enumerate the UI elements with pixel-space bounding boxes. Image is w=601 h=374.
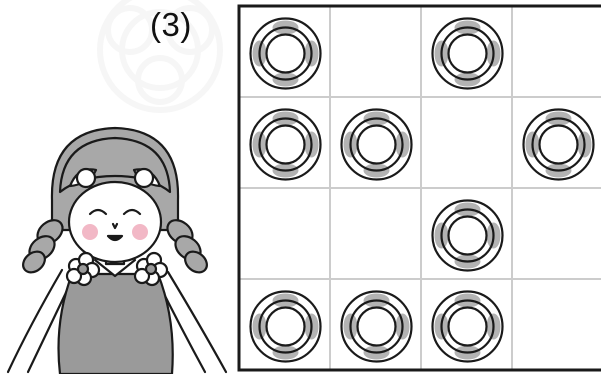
- board-cell[interactable]: [513, 280, 601, 369]
- ring-icon[interactable]: [433, 201, 503, 271]
- ring-inner: [267, 35, 305, 73]
- ring-inner: [267, 126, 305, 164]
- ring-inner: [267, 308, 305, 346]
- ring-icon[interactable]: [524, 110, 594, 180]
- ring-icon[interactable]: [433, 292, 503, 362]
- board-cell[interactable]: [331, 7, 420, 96]
- ring-inner: [540, 126, 578, 164]
- board-cell[interactable]: [240, 189, 329, 278]
- ring-icon[interactable]: [251, 19, 321, 89]
- ring-icon[interactable]: [251, 110, 321, 180]
- ring-icon[interactable]: [251, 292, 321, 362]
- puzzle-number-label: (3): [150, 6, 192, 44]
- girl-mascot-icon: [0, 110, 240, 374]
- ring-inner: [358, 126, 396, 164]
- ring-icon[interactable]: [342, 292, 412, 362]
- board-cell[interactable]: [422, 98, 511, 187]
- game-board: [235, 4, 601, 374]
- ring-inner: [449, 217, 487, 255]
- board-cell[interactable]: [513, 189, 601, 278]
- ring-icon[interactable]: [342, 110, 412, 180]
- board-cell[interactable]: [513, 7, 601, 96]
- board-cell[interactable]: [331, 189, 420, 278]
- ring-inner: [358, 308, 396, 346]
- ring-inner: [449, 35, 487, 73]
- ring-icon[interactable]: [433, 19, 503, 89]
- ring-inner: [449, 308, 487, 346]
